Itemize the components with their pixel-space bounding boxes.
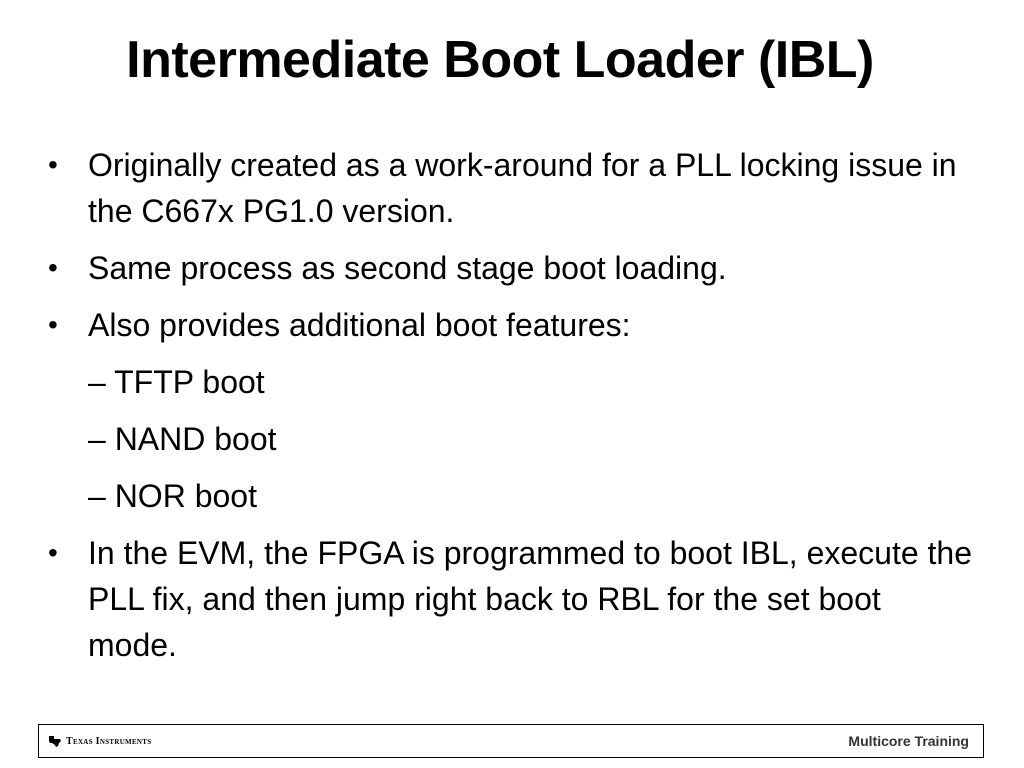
slide-footer: Texas Instruments Multicore Training xyxy=(38,724,984,758)
bullet-item: • Also provides additional boot features… xyxy=(48,302,978,348)
bullet-dot: • xyxy=(48,252,58,283)
dash-glyph: – xyxy=(88,421,106,457)
sub-bullet-text: TFTP boot xyxy=(114,364,265,400)
bullet-item: • Originally created as a work-around fo… xyxy=(48,142,978,234)
sub-bullet-item: – TFTP boot xyxy=(48,359,978,405)
footer-label: Multicore Training xyxy=(848,733,969,749)
sub-bullet-item: – NAND boot xyxy=(48,416,978,462)
bullet-dot: • xyxy=(48,309,58,340)
bullet-item: • In the EVM, the FPGA is programmed to … xyxy=(48,530,978,668)
bullet-dot: • xyxy=(48,149,58,180)
bullet-text: Also provides additional boot features: xyxy=(88,307,631,343)
bullet-text: Same process as second stage boot loadin… xyxy=(88,250,727,286)
dash-glyph: – xyxy=(88,364,106,400)
bullet-text: In the EVM, the FPGA is programmed to bo… xyxy=(88,535,973,663)
bullet-dot: • xyxy=(48,537,58,568)
sub-bullet-text: NAND boot xyxy=(114,421,277,457)
slide-title: Intermediate Boot Loader (IBL) xyxy=(126,31,874,89)
ti-logo: Texas Instruments xyxy=(48,734,151,748)
dash-glyph: – xyxy=(88,478,106,514)
bullet-text: Originally created as a work-around for … xyxy=(88,147,957,229)
texas-state-icon xyxy=(49,736,61,747)
sub-bullet-item: – NOR boot xyxy=(48,473,978,519)
ti-logo-text: Texas Instruments xyxy=(66,735,152,747)
sub-bullet-text: NOR boot xyxy=(114,478,257,514)
bullet-item: • Same process as second stage boot load… xyxy=(48,245,978,291)
slide-content: • Originally created as a work-around fo… xyxy=(48,142,978,679)
